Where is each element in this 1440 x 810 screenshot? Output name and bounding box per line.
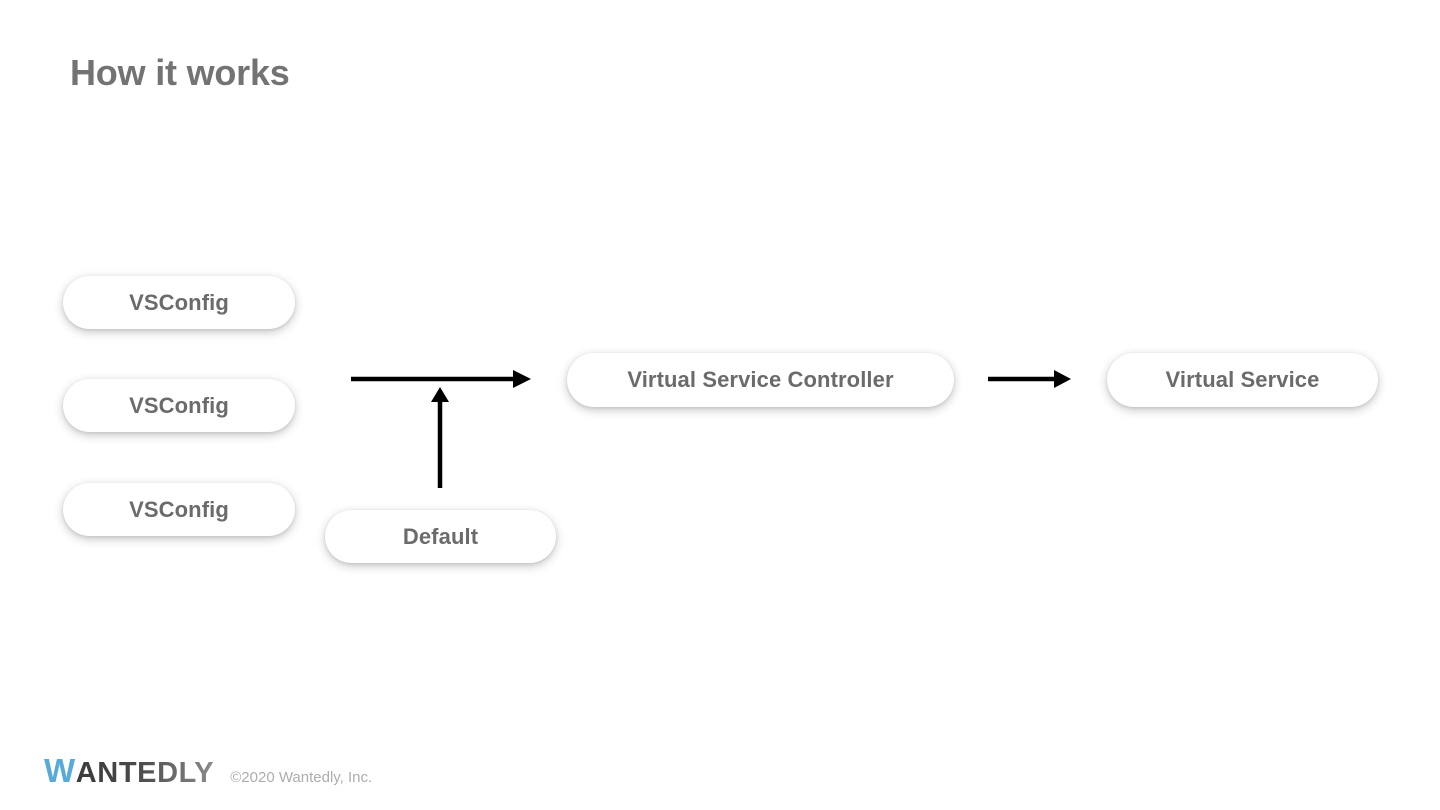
node-label: Default: [402, 523, 479, 549]
copyright-text: ©2020 Wantedly, Inc.: [230, 769, 373, 786]
node-vsconfig-3: VSConfig: [63, 483, 295, 536]
node-label: VSConfig: [129, 289, 229, 315]
node-default: Default: [325, 510, 556, 563]
logo-wordmark-text: ANTEDLY: [75, 757, 215, 789]
node-vsconfig-1: VSConfig: [63, 276, 295, 329]
arrow-right-icon: [351, 370, 531, 388]
node-label: Virtual Service: [1165, 367, 1320, 392]
page-title: How it works: [70, 52, 290, 93]
node-virtual-service-controller: Virtual Service Controller: [567, 353, 954, 407]
arrow-right-icon: [988, 370, 1071, 388]
node-vsconfig-2: VSConfig: [63, 379, 295, 432]
node-label: VSConfig: [129, 392, 229, 418]
logo-initial: W: [44, 752, 76, 789]
node-label: VSConfig: [129, 496, 229, 522]
node-label: Virtual Service Controller: [627, 367, 894, 392]
arrow-up-icon: [431, 387, 449, 488]
node-virtual-service: Virtual Service: [1107, 353, 1378, 407]
